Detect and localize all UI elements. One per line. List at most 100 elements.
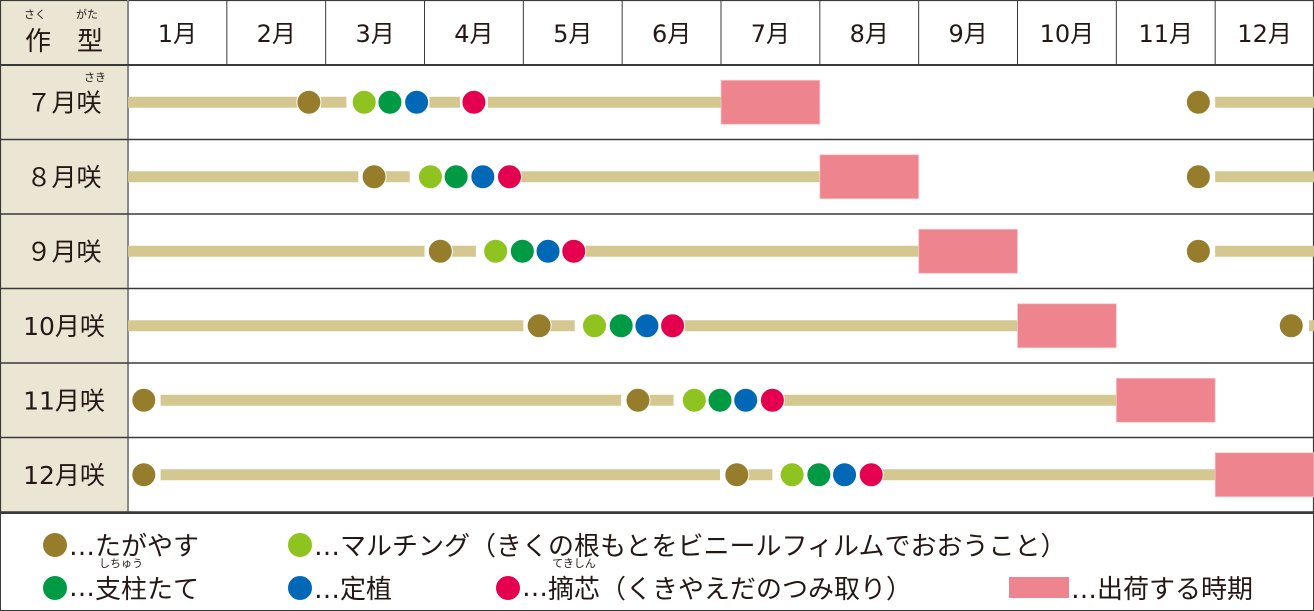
shipping-period-bar — [720, 79, 821, 125]
legend-item-shichu: … しちゅう 支柱 たて — [43, 557, 200, 606]
growth-line-segment — [450, 245, 476, 257]
growth-line-segment — [1215, 96, 1314, 108]
legend-item-teishoku: …定植 — [288, 569, 392, 606]
tagayasu-dot — [1185, 89, 1211, 115]
ruby-base: 支柱 — [95, 575, 148, 605]
shipping-period-bar — [1115, 377, 1216, 423]
row-label: ９月咲 — [26, 237, 101, 266]
legend-label: …出荷する時期 — [1071, 575, 1254, 605]
legend-label-suffix: たて — [147, 575, 200, 605]
legend-label: …マルチング（きくの根もとをビニールフィルムでおおうこと） — [314, 532, 1067, 562]
legend-item-shipping: …出荷する時期 — [1009, 569, 1253, 606]
ruby-word: しちゅう 支柱 — [95, 557, 148, 606]
corner-ruby: さく — [24, 8, 46, 21]
ruby-reading: てきしん — [552, 557, 596, 570]
mulching-dot — [779, 462, 805, 488]
teishoku-dot-icon — [288, 575, 312, 600]
ruby-base: 摘芯 — [548, 575, 601, 605]
tekishin-dot — [759, 387, 785, 413]
growth-line-segment — [128, 320, 524, 332]
tekishin-dot — [561, 238, 587, 264]
shichu-dot — [443, 164, 469, 190]
growth-line-segment — [585, 245, 919, 257]
shichu-dot — [707, 387, 733, 413]
month-header-label: 1月 — [158, 20, 197, 48]
tagayasu-dot — [296, 89, 322, 115]
shichu-dot — [806, 462, 832, 488]
tekishin-dot — [660, 313, 686, 339]
month-header-label: 4月 — [454, 20, 493, 48]
shipping-period-bar — [918, 228, 1018, 274]
tagayasu-dot — [625, 387, 651, 413]
corner-label: 作 型 — [25, 27, 103, 57]
tekishin-dot — [461, 89, 487, 115]
shichu-dot — [377, 89, 403, 115]
growth-line-segment — [384, 171, 410, 183]
tekishin-dot — [858, 462, 884, 488]
month-header-label: 6月 — [652, 20, 691, 48]
growth-line-segment — [128, 96, 298, 108]
legend-label-suffix: （くきやえだのつみ取り） — [600, 575, 913, 605]
growth-line-segment — [320, 96, 347, 108]
row-label: ８月咲 — [26, 163, 101, 192]
label-column-background — [0, 0, 128, 512]
growth-line-segment — [128, 245, 425, 257]
row-label: 10月咲 — [23, 312, 105, 341]
mulching-dot — [483, 238, 509, 264]
tagayasu-dot — [1185, 164, 1211, 190]
teishoku-dot — [535, 238, 561, 264]
legend-label: …たがやす — [69, 532, 200, 562]
growth-line-segment — [550, 320, 575, 332]
legend: …たがやす …マルチング（きくの根もとをビニールフィルムでおおうこと） … しち… — [0, 512, 1314, 611]
legend-label: …定植 — [314, 575, 393, 605]
legend-item-mulching: …マルチング（きくの根もとをビニールフィルムでおおうこと） — [288, 526, 1066, 563]
teishoku-dot — [733, 387, 759, 413]
shipping-period-bar — [1214, 452, 1314, 498]
shipping-period-bar — [1017, 303, 1117, 349]
tagayasu-dot — [526, 313, 552, 339]
month-header-label: 3月 — [355, 20, 394, 48]
legend-label-prefix: … — [69, 572, 95, 603]
month-header-label: 5月 — [553, 20, 592, 48]
growth-line-segment — [882, 469, 1216, 481]
tagayasu-dot — [724, 462, 750, 488]
ruby-word: てきしん 摘芯 — [548, 557, 601, 606]
tagayasu-dot — [131, 387, 157, 413]
month-header-label: 12月 — [1237, 20, 1292, 48]
month-header-label: 7月 — [751, 20, 790, 48]
teishoku-dot — [832, 462, 858, 488]
shichu-dot — [509, 238, 535, 264]
tagayasu-dot — [1185, 238, 1211, 264]
teishoku-dot — [470, 164, 496, 190]
ruby-reading: しちゅう — [99, 557, 143, 570]
growth-line-segment — [429, 96, 461, 108]
growth-line-segment — [160, 394, 622, 406]
month-header-label: 10月 — [1040, 20, 1095, 48]
legend-item-tagayasu: …たがやす — [43, 526, 199, 563]
tekishin-dot-icon — [496, 575, 520, 600]
tagayasu-dot — [427, 238, 453, 264]
shichu-dot — [608, 313, 634, 339]
growth-line-segment — [1215, 245, 1314, 257]
row-label-ruby: さき — [84, 71, 106, 84]
row-label: 12月咲 — [23, 461, 105, 490]
mulching-dot — [351, 89, 377, 115]
growth-line-segment — [128, 171, 359, 183]
shipping-period-bar — [819, 154, 920, 200]
growth-line-segment — [684, 320, 1018, 332]
month-header-label: 11月 — [1138, 20, 1193, 48]
row-label: 11月咲 — [23, 386, 105, 415]
tekishin-dot — [496, 164, 522, 190]
growth-line-segment — [519, 171, 820, 183]
legend-label-prefix: … — [522, 572, 548, 603]
shipping-period-swatch-icon — [1009, 577, 1069, 598]
mulching-dot — [417, 164, 443, 190]
corner-ruby: がた — [76, 7, 98, 21]
growth-line-segment — [648, 394, 674, 406]
teishoku-dot — [634, 313, 660, 339]
tagayasu-dot — [1278, 313, 1304, 339]
month-header-label: 8月 — [850, 20, 889, 48]
shichu-dot-icon — [43, 575, 67, 600]
growth-line-segment — [747, 469, 773, 481]
